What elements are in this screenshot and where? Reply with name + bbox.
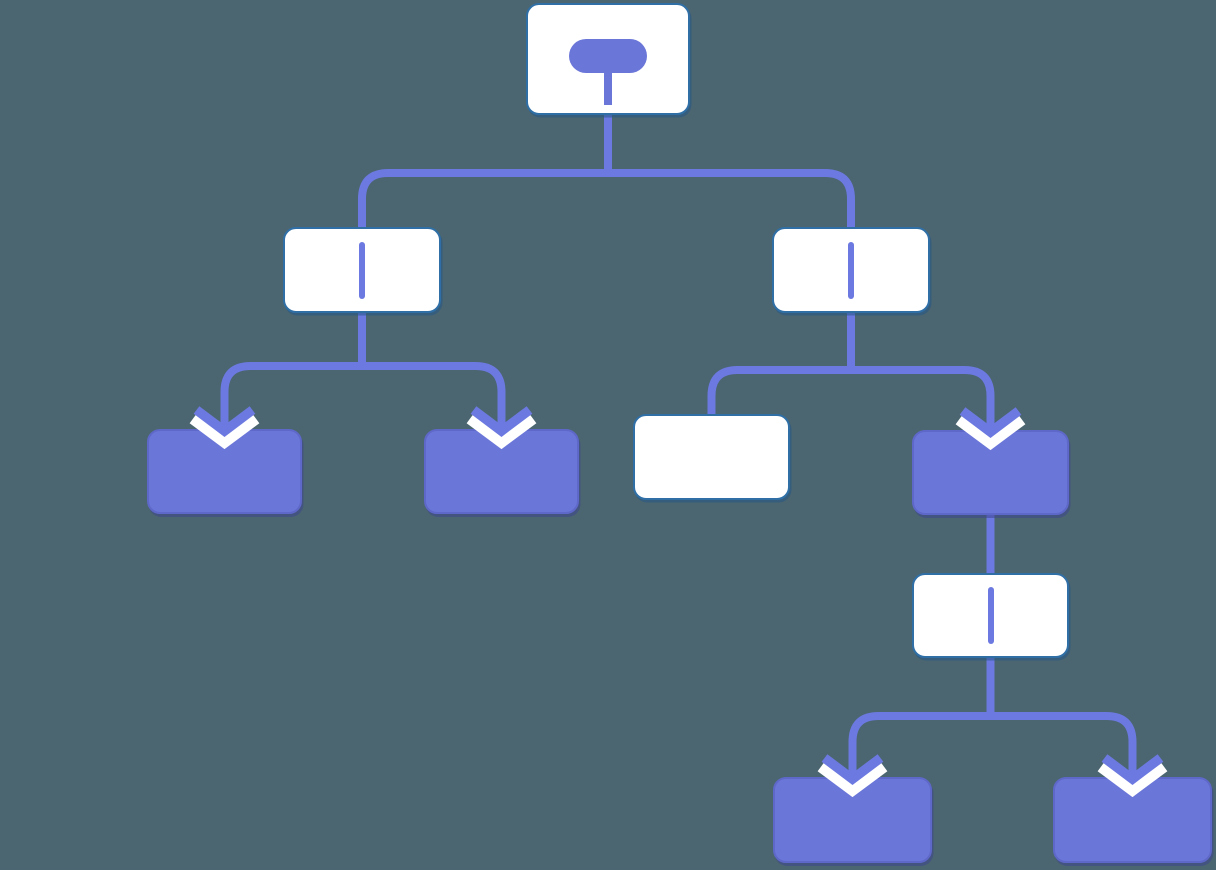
node-plain-node[interactable]	[633, 414, 790, 500]
connector-branch-lower-leaf-4	[986, 655, 1137, 771]
divider-bar-icon	[848, 241, 854, 299]
branch-lower-node[interactable]	[912, 573, 1069, 658]
root-pill-stem	[604, 72, 612, 105]
connector-branch-right-node-mid	[847, 310, 995, 424]
divider-bar-icon	[359, 241, 365, 299]
chevron-down-icon	[189, 401, 260, 450]
connector-root-branch-right	[604, 112, 855, 235]
root-node[interactable]	[526, 3, 690, 115]
chevron-down-icon	[466, 401, 537, 450]
root-pill-icon	[569, 39, 647, 73]
branch-left-node[interactable]	[283, 227, 441, 313]
connector-branch-left-leaf-2	[358, 310, 506, 423]
divider-bar-icon	[987, 587, 994, 644]
chevron-down-icon	[955, 402, 1026, 451]
branch-right-node[interactable]	[772, 227, 930, 313]
chevron-down-icon	[1097, 749, 1168, 798]
chevron-down-icon	[817, 749, 888, 798]
